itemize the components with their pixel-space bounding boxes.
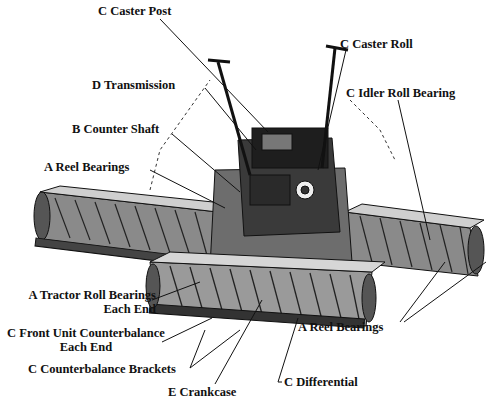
part-label: C Counterbalance Brackets [28, 362, 176, 376]
part-label: D Transmission [92, 78, 175, 92]
part-label: A Reel Bearings [298, 320, 383, 334]
part-label: E Crankcase [168, 385, 236, 399]
part-label: C Caster Post [98, 4, 171, 18]
part-label: C Idler Roll Bearing [346, 86, 455, 100]
leader-lines [150, 19, 486, 384]
part-label: A Reel Bearings [44, 160, 129, 174]
part-label: C Differential [284, 375, 358, 389]
part-label: C Caster Roll [340, 37, 413, 51]
part-label: A Tractor Roll Bearings Each End [6, 288, 156, 316]
part-label: B Counter Shaft [72, 122, 159, 136]
part-label: C Front Unit Counterbalance Each End [6, 326, 166, 354]
